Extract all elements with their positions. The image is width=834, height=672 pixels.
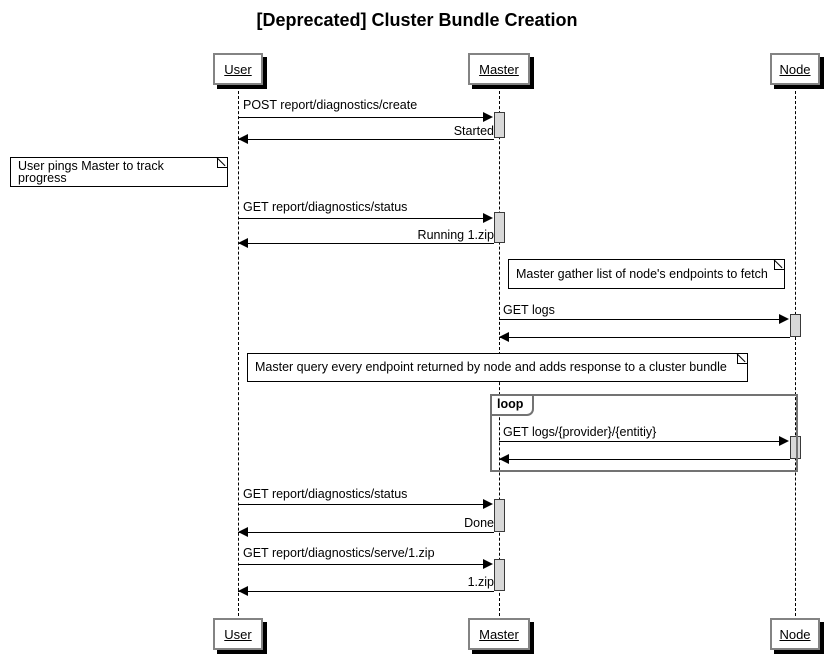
participant-node-top[interactable]: Node bbox=[770, 53, 820, 85]
message-line-7 bbox=[499, 459, 790, 460]
message-label-0: POST report/diagnostics/create bbox=[243, 98, 418, 112]
diagram-title: [Deprecated] Cluster Bundle Creation bbox=[256, 10, 578, 30]
activation-master-2 bbox=[494, 212, 505, 243]
participant-user-top-label: User bbox=[224, 61, 252, 77]
participant-node-top-label: Node bbox=[779, 61, 811, 77]
message-line-9 bbox=[238, 532, 494, 533]
participant-master-bottom[interactable]: Master bbox=[468, 618, 530, 650]
message-line-0 bbox=[238, 117, 488, 118]
note-fold-icon bbox=[737, 354, 747, 364]
participant-user-bottom[interactable]: User bbox=[213, 618, 263, 650]
activation-master-4 bbox=[494, 559, 505, 591]
note-text: Master gather list of node's endpoints t… bbox=[516, 266, 768, 281]
message-label-6: GET logs/{provider}/{entitiy} bbox=[503, 425, 657, 439]
message-arrowhead-10 bbox=[483, 559, 493, 569]
message-line-4 bbox=[499, 319, 784, 320]
participant-user-bottom-label: User bbox=[224, 626, 252, 642]
note-text: User pings Master to track progress bbox=[18, 158, 164, 185]
message-line-2 bbox=[238, 218, 488, 219]
message-line-6 bbox=[499, 441, 784, 442]
message-line-5 bbox=[499, 337, 790, 338]
message-arrowhead-6 bbox=[779, 436, 789, 446]
message-line-11 bbox=[238, 591, 494, 592]
note-master-query-endpoints: Master query every endpoint returned by … bbox=[247, 353, 748, 382]
message-arrowhead-4 bbox=[779, 314, 789, 324]
message-label-2: GET report/diagnostics/status bbox=[243, 200, 408, 214]
fragment-loop bbox=[490, 394, 798, 472]
message-arrowhead-11 bbox=[238, 586, 248, 596]
message-arrowhead-0 bbox=[483, 112, 493, 122]
note-user-pings-master: User pings Master to track progress bbox=[10, 157, 228, 187]
message-arrowhead-3 bbox=[238, 238, 248, 248]
message-arrowhead-1 bbox=[238, 134, 248, 144]
message-arrowhead-2 bbox=[483, 213, 493, 223]
message-arrowhead-9 bbox=[238, 527, 248, 537]
participant-master-top[interactable]: Master bbox=[468, 53, 530, 85]
message-label-1: Started bbox=[453, 124, 494, 138]
message-arrowhead-8 bbox=[483, 499, 493, 509]
message-label-8: GET report/diagnostics/status bbox=[243, 487, 408, 501]
participant-master-bottom-label: Master bbox=[479, 626, 519, 642]
message-label-11: 1.zip bbox=[467, 575, 494, 589]
participant-node-bottom-label: Node bbox=[779, 626, 811, 642]
activation-master-1 bbox=[494, 112, 505, 138]
message-label-3: Running 1.zip bbox=[417, 228, 494, 242]
participant-master-top-label: Master bbox=[479, 61, 519, 77]
message-label-9: Done bbox=[464, 516, 494, 530]
note-master-gather-endpoints: Master gather list of node's endpoints t… bbox=[508, 259, 785, 289]
note-fold-icon bbox=[217, 158, 227, 168]
message-line-10 bbox=[238, 564, 488, 565]
message-line-3 bbox=[238, 243, 494, 244]
participant-user-top[interactable]: User bbox=[213, 53, 263, 85]
activation-node-2 bbox=[790, 436, 801, 459]
lifeline-node bbox=[795, 86, 796, 616]
message-label-4: GET logs bbox=[503, 303, 555, 317]
message-line-1 bbox=[238, 139, 494, 140]
activation-master-3 bbox=[494, 499, 505, 532]
lifeline-user bbox=[238, 86, 239, 616]
lifeline-master bbox=[499, 86, 500, 616]
fragment-loop-label: loop bbox=[492, 396, 535, 416]
participant-node-bottom[interactable]: Node bbox=[770, 618, 820, 650]
message-label-10: GET report/diagnostics/serve/1.zip bbox=[243, 546, 435, 560]
message-arrowhead-5 bbox=[499, 332, 509, 342]
message-arrowhead-7 bbox=[499, 454, 509, 464]
note-fold-icon bbox=[774, 260, 784, 270]
message-line-8 bbox=[238, 504, 488, 505]
activation-node-1 bbox=[790, 314, 801, 337]
note-text: Master query every endpoint returned by … bbox=[255, 360, 727, 375]
